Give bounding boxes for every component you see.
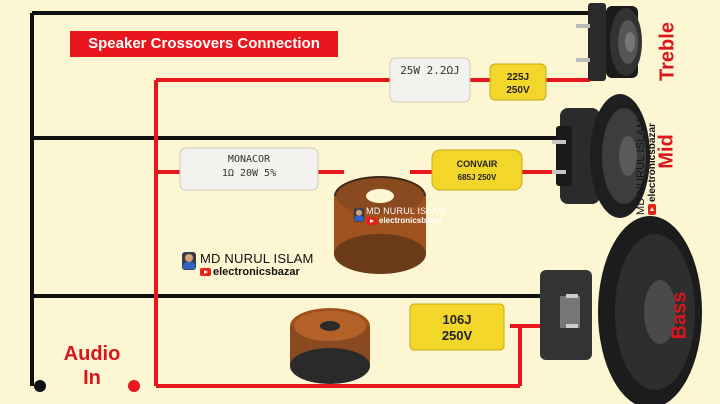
treble-capacitor-value: 225J: [507, 72, 529, 83]
bass-label: Bass: [668, 291, 691, 340]
brand-watermark-coil: MD NURUL ISLAM electronicsbazar: [366, 206, 445, 225]
positive-terminal: [128, 380, 140, 392]
mid-speaker: [552, 94, 650, 218]
bass-capacitor: 106J 250V: [409, 303, 505, 351]
audio-in-label: Audio In: [52, 342, 132, 390]
mid-resistor: MONACOR 1Ω 20W 5%: [179, 147, 319, 191]
bass-capacitor-voltage: 250V: [442, 328, 473, 343]
positive-wires: [154, 78, 590, 388]
bass-inductor-coil: [290, 308, 370, 384]
avatar-coil: [353, 208, 365, 222]
audio-label: Audio: [63, 343, 121, 365]
bass-capacitor-value: 106J: [443, 312, 472, 327]
treble-resistor: 25W 2.2ΩJ: [389, 57, 471, 103]
negative-wires: [30, 11, 588, 386]
mid-capacitor: CONVAIR 685J 250V: [431, 149, 523, 191]
negative-terminal: [34, 380, 46, 392]
brand-name-vertical: MD NURUL ISLAM: [635, 118, 647, 215]
mid-resistor-spec: 1Ω 20W 5%: [222, 168, 276, 179]
avatar: [182, 252, 196, 270]
brand-watermark: MD NURUL ISLAM electronicsbazar: [200, 251, 314, 278]
brand-name-coil: MD NURUL ISLAM: [366, 206, 446, 216]
treble-resistor-label: 25W 2.2ΩJ: [400, 64, 460, 77]
diagram-title: Speaker Crossovers Connection: [70, 31, 338, 57]
brand-channel-vertical: electronicsbazar: [647, 123, 658, 202]
mid-inductor-coil: [334, 176, 426, 274]
treble-capacitor: 225J 250V: [489, 63, 547, 101]
brand-name: MD NURUL ISLAM: [200, 251, 314, 266]
bass-speaker: [540, 216, 702, 404]
mid-resistor-brand: MONACOR: [228, 154, 271, 165]
in-label: In: [83, 367, 101, 389]
treble-label: Treble: [656, 22, 679, 81]
mid-capacitor-spec: 685J 250V: [458, 173, 497, 182]
treble-capacitor-voltage: 250V: [506, 85, 530, 96]
brand-channel-coil: electronicsbazar: [379, 216, 443, 225]
youtube-icon-coil: [366, 216, 377, 225]
brand-watermark-vertical: MD NURUL ISLAM electronicsbazar: [635, 105, 658, 215]
brand-channel: electronicsbazar: [213, 266, 300, 278]
youtube-icon: [200, 268, 211, 277]
tweeter-speaker: [576, 3, 642, 81]
mid-label: Mid: [655, 134, 678, 169]
mid-capacitor-brand: CONVAIR: [457, 159, 498, 169]
youtube-icon-vertical: [648, 204, 657, 215]
